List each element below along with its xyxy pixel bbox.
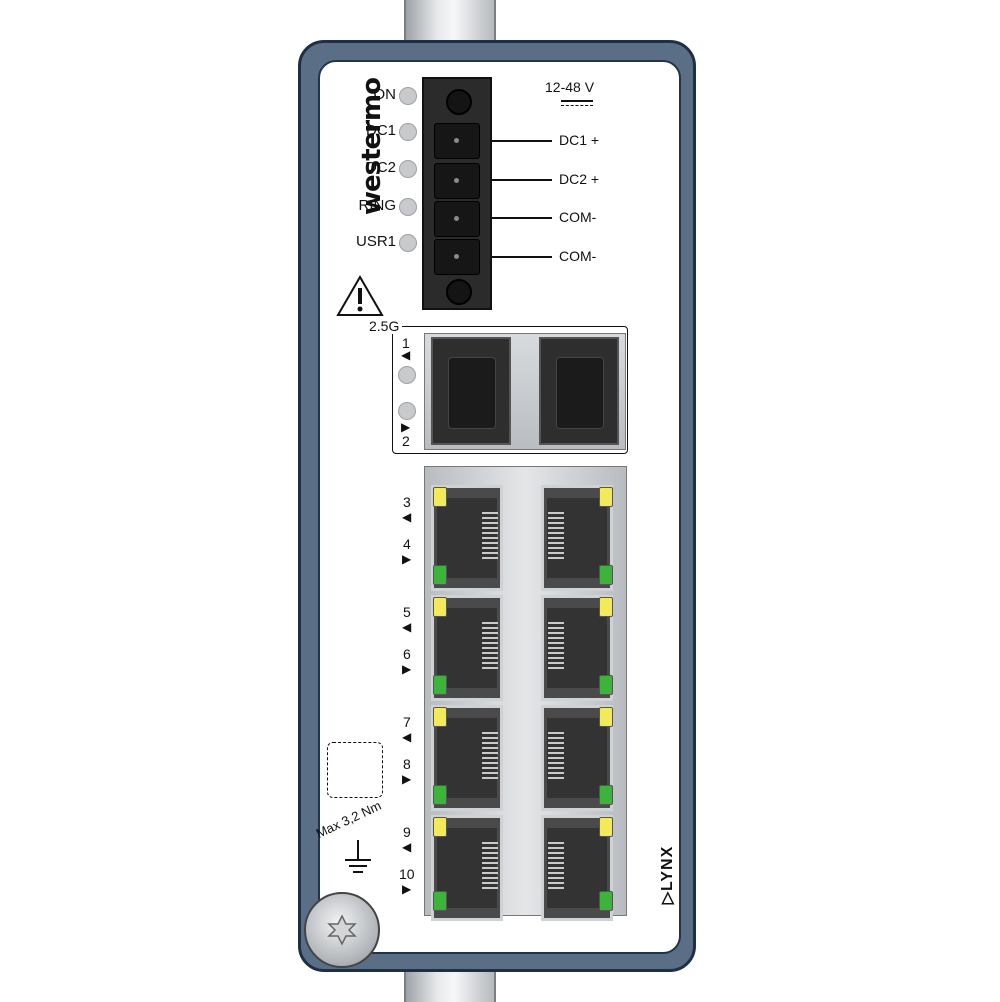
port-led-yellow	[599, 817, 613, 837]
port-number-6: 6	[403, 646, 411, 662]
pin-line-1	[490, 140, 552, 142]
sfp-speed-label: 2.5G	[366, 318, 403, 334]
sfp-cage	[424, 333, 626, 450]
port-arrow-left-icon: ◀	[401, 348, 411, 362]
rj45-port-block	[424, 466, 627, 921]
port-arrow-left-icon: ◀	[402, 840, 412, 854]
port-led-yellow	[433, 707, 447, 727]
led-label-usr1: USR1	[355, 233, 396, 250]
ground-icon	[345, 840, 371, 873]
led-dc2	[399, 160, 417, 178]
sfp-port-number-2: 2	[402, 433, 410, 449]
led-dc1	[399, 123, 417, 141]
voltage-label: 12-48 V	[545, 79, 595, 95]
sfp-port-1[interactable]	[431, 337, 511, 445]
port-led-green	[599, 675, 613, 695]
port-number-5: 5	[403, 604, 411, 620]
dc-symbol-icon	[561, 100, 593, 102]
port-arrow-right-icon: ▶	[401, 420, 411, 434]
warning-triangle-icon	[336, 275, 384, 316]
port-led-green	[433, 675, 447, 695]
terminal-slot-4	[434, 239, 480, 275]
power-terminal-block[interactable]	[422, 77, 492, 310]
led-label-on: ON	[373, 86, 397, 103]
led-label-dc1: DC1	[365, 122, 396, 139]
port-led-green	[433, 565, 447, 585]
sfp-led-1	[398, 366, 416, 384]
sfp-led-2	[398, 402, 416, 420]
terminal-slot-1	[434, 123, 480, 159]
pin-label-com-2: COM-	[559, 248, 597, 264]
port-number-8: 8	[403, 756, 411, 772]
port-led-yellow	[599, 597, 613, 617]
pin-label-dc1: DC1 +	[559, 132, 600, 148]
port-led-green	[433, 785, 447, 805]
port-led-green	[599, 565, 613, 585]
pin-label-com-1: COM-	[559, 209, 597, 225]
port-arrow-right-icon: ▶	[402, 662, 412, 676]
port-led-yellow	[433, 817, 447, 837]
sfp-frame	[392, 326, 628, 454]
label-area	[327, 742, 383, 798]
port-led-yellow	[433, 487, 447, 507]
port-number-10: 10	[399, 866, 415, 882]
port-arrow-right-icon: ▶	[402, 772, 412, 786]
port-led-yellow	[433, 597, 447, 617]
port-led-green	[599, 785, 613, 805]
port-arrow-left-icon: ◀	[402, 510, 412, 524]
led-on	[399, 87, 417, 105]
port-arrow-right-icon: ▶	[402, 552, 412, 566]
terminal-screw-top	[446, 89, 472, 115]
led-label-ring: RING	[358, 197, 397, 214]
port-arrow-left-icon: ◀	[402, 620, 412, 634]
led-usr1	[399, 234, 417, 252]
sfp-port-number-1: 1	[402, 335, 410, 351]
port-led-yellow	[599, 487, 613, 507]
port-number-3: 3	[403, 494, 411, 510]
port-led-green	[433, 891, 447, 911]
sfp-port-2[interactable]	[539, 337, 619, 445]
terminal-slot-3	[434, 201, 480, 237]
port-number-7: 7	[403, 714, 411, 730]
pin-line-3	[490, 217, 552, 219]
sfp-dust-plug	[556, 357, 604, 429]
port-number-9: 9	[403, 824, 411, 840]
port-arrow-right-icon: ▶	[402, 882, 412, 896]
triangle-outline-icon: ▷	[659, 890, 676, 905]
port-number-4: 4	[403, 536, 411, 552]
din-rail-clip-bottom	[404, 968, 496, 1002]
port-led-green	[599, 891, 613, 911]
terminal-screw-bottom	[446, 279, 472, 305]
pin-line-4	[490, 256, 552, 258]
product-name-lynx: ▷LYNX	[653, 835, 683, 915]
led-label-dc2: DC2	[365, 159, 396, 176]
port-led-yellow	[599, 707, 613, 727]
led-ring	[399, 198, 417, 216]
product-name-text: LYNX	[659, 845, 676, 891]
torx-screw-icon	[304, 892, 380, 968]
pin-label-dc2: DC2 +	[559, 171, 600, 187]
sfp-dust-plug	[448, 357, 496, 429]
terminal-slot-2	[434, 163, 480, 199]
pin-line-2	[490, 179, 552, 181]
dc-symbol-dashed	[561, 105, 593, 106]
port-arrow-left-icon: ◀	[402, 730, 412, 744]
